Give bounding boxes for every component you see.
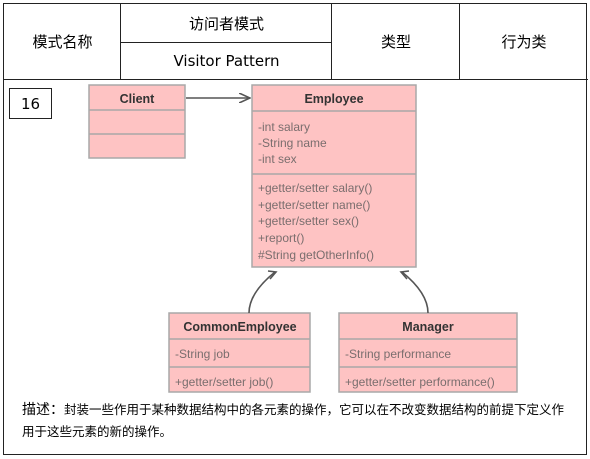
employee-method: +getter/setter name() (258, 198, 370, 212)
employee-attribute: -String name (258, 136, 327, 150)
description-label: 描述： (22, 402, 64, 418)
employee-method: +getter/setter salary() (258, 181, 372, 195)
employee-attribute: -int sex (258, 152, 297, 166)
class-client-name: Client (120, 92, 156, 106)
class-client: Client (88, 84, 186, 159)
class-manager-box (338, 312, 518, 393)
pattern-description: 描述：封装一些作用于某种数据结构中的各元素的操作，它可以在不改变数据结构的前提下… (22, 399, 572, 442)
class-employee-name: Employee (304, 92, 363, 106)
class-employee: Employee -int salary -String name -int s… (251, 84, 417, 268)
class-common-employee-name: CommonEmployee (183, 320, 296, 334)
diagram-number: 16 (9, 88, 52, 119)
inheritance-line-common-employee (248, 271, 276, 314)
class-common-employee-box (168, 312, 311, 393)
class-manager-name: Manager (402, 320, 454, 334)
pattern-type-value: 行为类 (501, 33, 547, 51)
pattern-type-label: 类型 (380, 33, 411, 51)
common-employee-method: +getter/setter job() (175, 375, 273, 389)
inheritance-line-manager (401, 271, 429, 314)
employee-method: +getter/setter sex() (258, 214, 359, 228)
manager-attribute: -String performance (345, 347, 451, 361)
pattern-name-en: Visitor Pattern (173, 51, 280, 70)
employee-attribute: -int salary (258, 120, 310, 134)
employee-method: +report() (258, 231, 304, 245)
class-manager: Manager -String performance +getter/sett… (338, 312, 518, 393)
header-divider (121, 42, 332, 43)
manager-method: +getter/setter performance() (345, 375, 495, 389)
header-divider (459, 4, 460, 79)
class-common-employee: CommonEmployee -String job +getter/sette… (168, 312, 311, 393)
header-divider (120, 4, 121, 79)
class-employee-box (251, 84, 417, 268)
description-text: 封装一些作用于某种数据结构中的各元素的操作，它可以在不改变数据结构的前提下定义作… (22, 402, 565, 439)
pattern-name-cn: 访问者模式 (188, 14, 264, 33)
inheritance-arrowhead (267, 270, 278, 280)
pattern-name-label: 模式名称 (32, 33, 93, 51)
header-bottom-border (4, 79, 588, 80)
class-client-box (88, 84, 186, 159)
common-employee-attribute: -String job (175, 347, 230, 361)
header-divider (331, 4, 332, 79)
employee-method: #String getOtherInfo() (258, 248, 374, 262)
inheritance-arrowhead (399, 270, 410, 280)
